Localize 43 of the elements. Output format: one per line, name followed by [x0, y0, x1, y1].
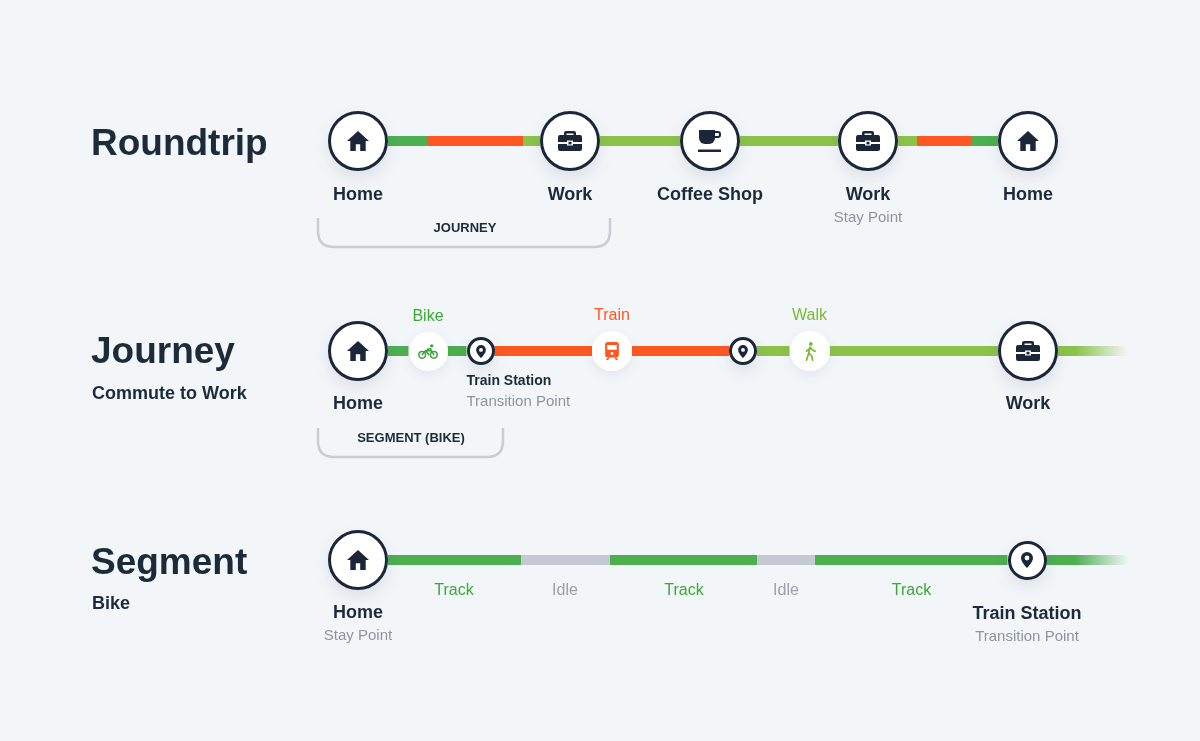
- place-label: Train Station: [466, 371, 552, 389]
- route-line: [388, 136, 540, 146]
- travel-mode-label: Train: [594, 305, 630, 325]
- place-circle: [729, 337, 757, 365]
- route-line: [740, 136, 838, 146]
- segment-label: Track: [891, 580, 932, 600]
- place-type-label: Stay Point: [323, 626, 393, 644]
- segment-label: Idle: [552, 580, 578, 600]
- route-line: [898, 136, 998, 146]
- route-line: [632, 346, 729, 356]
- place-label: Work: [1005, 392, 1051, 414]
- place-label: Coffee Shop: [657, 183, 763, 205]
- segment-label: Track: [664, 580, 704, 600]
- place-label: Work: [845, 183, 891, 205]
- route-line: [494, 346, 592, 356]
- route-line: [388, 555, 1008, 565]
- bracket-label: JOURNEY: [433, 220, 497, 236]
- row-subtitle: Bike: [92, 592, 131, 614]
- route-line: [447, 346, 467, 356]
- route-line: [1046, 555, 1128, 565]
- place-type-label: Stay Point: [833, 208, 903, 226]
- place-label: Home: [333, 183, 383, 205]
- route-line: [600, 136, 680, 146]
- place-label: Home: [1003, 183, 1053, 205]
- place-label: Home: [333, 392, 383, 414]
- row-title: Segment: [91, 540, 248, 584]
- segment-label: Track: [434, 580, 474, 600]
- route-line: [757, 346, 790, 356]
- route-line: [388, 346, 409, 356]
- travel-mode-label: Walk: [792, 305, 827, 325]
- travel-mode-label: Bike: [412, 305, 444, 326]
- place-label: Work: [547, 183, 593, 205]
- row-title: Journey: [91, 329, 235, 373]
- place-label: Train Station: [972, 601, 1082, 624]
- bracket-label: SEGMENT (BIKE): [357, 430, 465, 446]
- segment-label: Idle: [773, 580, 799, 600]
- row-title: Roundtrip: [91, 121, 268, 165]
- route-line: [1058, 346, 1128, 356]
- row-subtitle: Commute to Work: [92, 382, 247, 404]
- route-line: [829, 346, 998, 356]
- place-type-label: Transition Point: [466, 392, 571, 410]
- place-type-label: Transition Point: [975, 626, 1079, 645]
- place-label: Home: [333, 601, 383, 623]
